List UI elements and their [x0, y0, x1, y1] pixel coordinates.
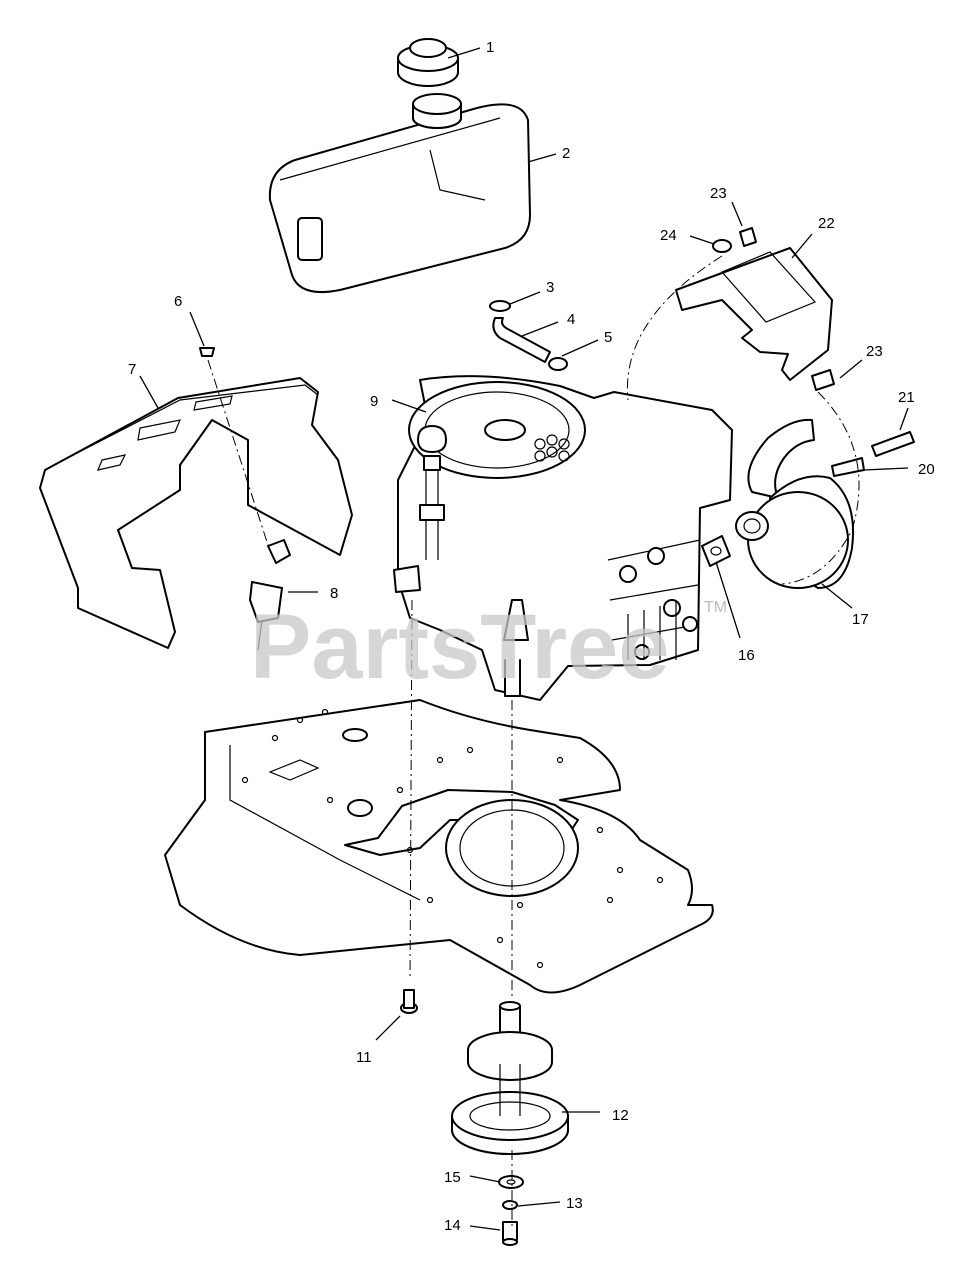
callout-20: 20	[918, 461, 935, 478]
callout-16: 16	[738, 647, 755, 664]
engine-pulley	[451, 1001, 569, 1155]
callout-7: 7	[128, 361, 136, 378]
muffler	[701, 418, 915, 589]
fuel-hose-assembly	[489, 300, 568, 371]
watermark-text: PartsTree	[250, 596, 669, 698]
callout-15: 15	[444, 1169, 461, 1186]
callout-23-right: 23	[866, 343, 883, 360]
callout-9: 9	[370, 393, 378, 410]
callout-4: 4	[567, 311, 575, 328]
callout-1: 1	[486, 39, 494, 56]
throttle-control	[249, 539, 291, 651]
dash-bracket	[39, 377, 353, 649]
callout-2: 2	[562, 145, 570, 162]
callout-8: 8	[330, 585, 338, 602]
callout-6: 6	[174, 293, 182, 310]
callout-leaders	[139, 47, 909, 1231]
fuel-cap	[397, 38, 459, 87]
pulley-hardware	[498, 1175, 524, 1246]
callout-13: 13	[566, 1195, 583, 1212]
callout-11: 11	[356, 1049, 372, 1066]
callout-3: 3	[546, 279, 554, 296]
callout-5: 5	[604, 329, 612, 346]
screw-11	[400, 989, 418, 1014]
muffler-shield	[675, 227, 835, 391]
callout-24: 24	[660, 227, 677, 244]
watermark-tm: TM	[704, 599, 727, 616]
chassis-frame	[164, 699, 714, 994]
callout-21: 21	[898, 389, 915, 406]
engine	[393, 375, 733, 701]
callout-22: 22	[818, 215, 835, 232]
fuel-tank	[268, 93, 531, 294]
callout-12: 12	[612, 1107, 629, 1124]
callout-23-top: 23	[710, 185, 727, 202]
screw-6	[199, 347, 215, 357]
callout-labels: 1 2 3 4 5 6 7 8 9 11 12 13 14 15 16 17 2…	[128, 39, 935, 1234]
callout-14: 14	[444, 1217, 461, 1234]
assembly-center-lines	[207, 255, 860, 1228]
callout-17: 17	[852, 611, 869, 628]
